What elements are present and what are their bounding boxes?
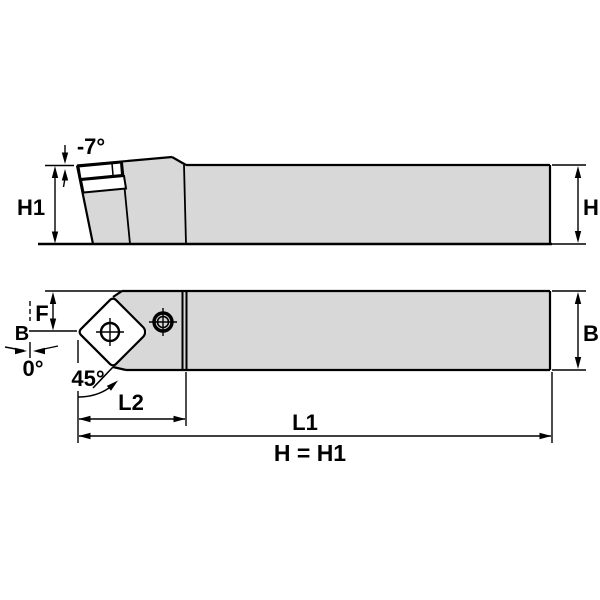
side-view-insert (77, 161, 124, 181)
label-lead-angle: 45° (71, 366, 104, 391)
label-b-tip: B (15, 323, 29, 345)
label-f: F (35, 301, 48, 326)
side-view-shim (79, 174, 128, 194)
side-view: H1 H -7° (17, 134, 599, 246)
label-note-h-equals-h1: H = H1 (274, 440, 346, 466)
label-l2: L2 (118, 390, 144, 415)
dimension-rake-angle: -7° (61, 134, 105, 188)
side-view-body (77, 157, 550, 244)
label-h1: H1 (17, 195, 45, 220)
label-rake-angle: -7° (77, 134, 105, 159)
dimension-b: B (552, 290, 599, 371)
clamp-screw (149, 308, 177, 336)
plan-view-body (113, 291, 550, 370)
label-b-side: B (583, 321, 599, 346)
dimension-h: H (552, 164, 599, 245)
plan-view: B F B 0° 45° (4, 289, 599, 466)
dimension-l1: L1 (78, 372, 553, 443)
dimension-tip-angle: B 0° (4, 301, 77, 381)
dimension-l2: L2 (77, 340, 187, 443)
label-tip-angle: 0° (22, 356, 43, 381)
label-h: H (583, 195, 599, 220)
dimension-lead-angle: 45° (71, 366, 118, 398)
label-l1: L1 (292, 410, 318, 435)
insert-hole (96, 318, 124, 346)
dimension-f: F (35, 292, 57, 331)
dimension-h1: H1 (17, 164, 74, 244)
